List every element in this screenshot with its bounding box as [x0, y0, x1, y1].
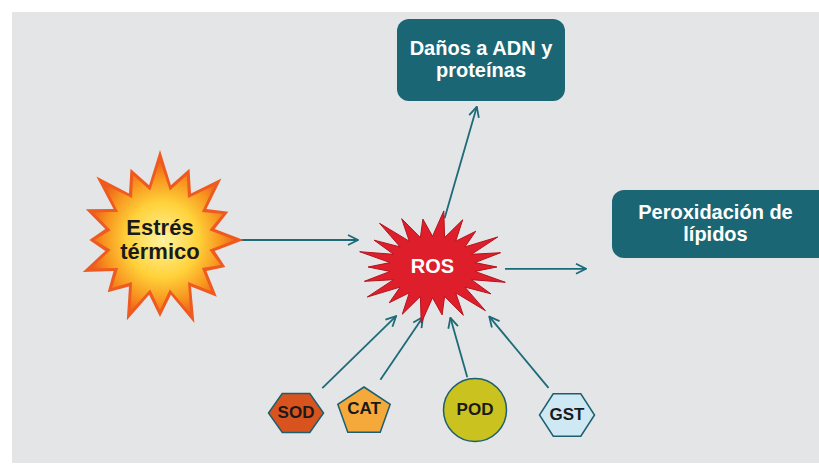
- node-label: GST: [550, 406, 585, 424]
- effect-box: Peroxidación de lípidos: [612, 190, 819, 258]
- stress-burst: Estrés térmico: [70, 160, 250, 320]
- arrow-connector: [380, 317, 423, 380]
- burst-outer: [83, 150, 244, 323]
- arrow-connector: [445, 107, 477, 218]
- enzyme-pentagon: CAT: [335, 381, 393, 437]
- node-label: CAT: [347, 400, 381, 418]
- enzyme-hexagon: SOD: [267, 389, 325, 437]
- pentagon-fill: [338, 387, 390, 432]
- arrow-connector: [505, 268, 586, 270]
- node-label: POD: [457, 401, 494, 419]
- node-label: Estrés térmico: [110, 216, 210, 264]
- burst-inner: [91, 161, 235, 313]
- node-label: Peroxidación de lípidos: [622, 202, 809, 245]
- splat-fill: [360, 211, 506, 323]
- effect-box: Daños a ADN y proteínas: [397, 19, 565, 101]
- arrow-connector: [322, 316, 396, 388]
- node-label: SOD: [278, 404, 315, 422]
- hexagon-fill: [540, 394, 595, 436]
- arrow-connector: [489, 317, 548, 388]
- enzyme-hexagon: GST: [538, 389, 596, 441]
- circle-fill: [444, 379, 507, 442]
- ros-splat: ROS: [350, 208, 515, 326]
- arrow-connector: [236, 239, 358, 241]
- enzyme-circle: POD: [442, 377, 508, 443]
- node-label: Daños a ADN y proteínas: [407, 38, 555, 81]
- arrow-connector: [450, 318, 467, 377]
- hexagon-fill: [269, 394, 324, 433]
- node-label: ROS: [411, 256, 454, 278]
